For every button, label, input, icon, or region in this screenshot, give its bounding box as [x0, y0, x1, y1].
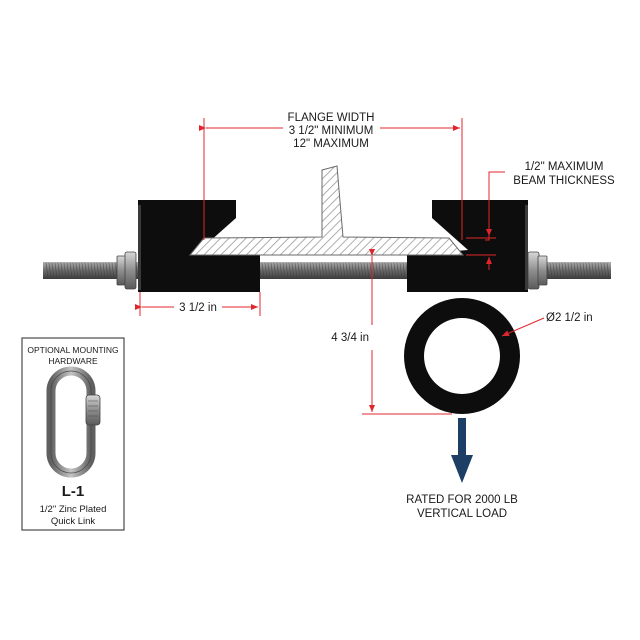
lifting-ring: [404, 298, 520, 414]
right-nut-icon: [527, 251, 548, 290]
dimension-lines: [135, 118, 545, 415]
load-rating-line2: VERTICAL LOAD: [417, 508, 507, 520]
left-nut-icon: [116, 251, 137, 290]
hardware-title-line2: HARDWARE: [48, 356, 98, 366]
hardware-desc-line2: Quick Link: [51, 516, 96, 527]
load-direction-arrow-icon: [451, 418, 473, 483]
beam-thickness-line1: 1/2" MAXIMUM: [525, 161, 604, 173]
right-clamp-jaw: [407, 200, 528, 292]
beam-flange-section: [188, 165, 465, 256]
flange-width-minimum: 3 1/2" MINIMUM: [289, 125, 374, 137]
hardware-model: L-1: [62, 483, 85, 500]
drop-height-label: 4 3/4 in: [331, 332, 369, 344]
jaw-length-label: 3 1/2 in: [179, 302, 217, 314]
flange-width-maximum: 12" MAXIMUM: [293, 138, 369, 150]
flange-width-title: FLANGE WIDTH: [288, 112, 375, 124]
load-rating-line1: RATED FOR 2000 LB: [406, 494, 518, 506]
hardware-desc-line1: 1/2" Zinc Plated: [40, 504, 107, 515]
beam-thickness-line2: BEAM THICKNESS: [513, 175, 615, 187]
hardware-title-line1: OPTIONAL MOUNTING: [27, 345, 118, 355]
ring-diameter-label: Ø2 1/2 in: [546, 312, 593, 324]
optional-hardware-box: OPTIONAL MOUNTING HARDWARE L-1 1/2" Zinc…: [21, 337, 125, 531]
quick-link-icon: [46, 366, 101, 478]
